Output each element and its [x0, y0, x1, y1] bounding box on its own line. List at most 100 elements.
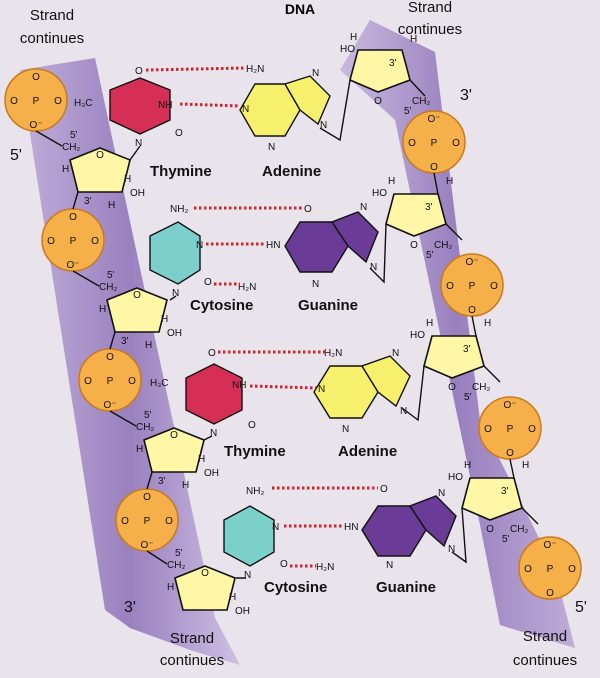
base-thymine-1: H₃C O NH O N Thymine	[74, 66, 212, 180]
phosphate-right-2: P O⁻ O O O	[440, 253, 504, 317]
svg-text:3': 3'	[158, 476, 166, 487]
svg-text:O: O	[374, 96, 382, 107]
svg-text:O: O	[446, 281, 454, 292]
svg-text:O: O	[135, 66, 143, 77]
svg-text:HO: HO	[448, 472, 463, 483]
svg-text:O: O	[528, 424, 536, 435]
svg-text:continues: continues	[513, 652, 577, 669]
base-cytosine-1: NH₂ N O N Cytosine	[149, 204, 253, 314]
svg-text:Strand: Strand	[523, 628, 567, 645]
svg-text:N: N	[172, 288, 179, 299]
h-bond-1b	[179, 102, 241, 108]
sugar-left-3: O CH₂ 5' 3' H H OH H	[136, 410, 219, 491]
svg-text:O: O	[506, 448, 514, 459]
svg-text:O: O	[408, 138, 416, 149]
svg-text:H: H	[182, 480, 189, 491]
phosphate-left-1: P O O O O⁻	[4, 68, 68, 132]
svg-text:H: H	[229, 592, 236, 603]
svg-text:N: N	[342, 424, 349, 435]
base-adenine-1: H₂N N N N N Adenine	[239, 64, 331, 180]
svg-text:5': 5'	[175, 548, 183, 559]
svg-text:P: P	[144, 516, 151, 527]
svg-text:H₂N: H₂N	[316, 562, 334, 573]
svg-text:P: P	[547, 564, 554, 575]
svg-text:Strand: Strand	[30, 7, 74, 24]
svg-text:O⁻: O⁻	[140, 540, 153, 551]
svg-text:H₂N: H₂N	[246, 64, 264, 75]
svg-text:N: N	[135, 138, 142, 149]
base-name-adenine-2: Adenine	[338, 443, 397, 460]
svg-text:O: O	[430, 162, 438, 173]
base-guanine-2: O HN H₂N N N N Guanine	[316, 484, 457, 596]
svg-text:O: O	[128, 376, 136, 387]
base-name-cytosine-2: Cytosine	[264, 579, 327, 596]
sugar-right-3: O HO 3' CH₂ 5' H H	[410, 318, 491, 403]
svg-text:O: O	[106, 352, 114, 363]
svg-text:H: H	[522, 460, 529, 471]
svg-text:O: O	[121, 516, 129, 527]
svg-text:HO: HO	[410, 330, 425, 341]
phosphate-right-4: P O⁻ O O O	[518, 536, 582, 600]
svg-text:N: N	[272, 522, 279, 533]
svg-text:NH: NH	[158, 100, 172, 111]
svg-text:H: H	[426, 318, 433, 329]
svg-text:O: O	[524, 564, 532, 575]
svg-text:O: O	[380, 484, 388, 495]
svg-text:HO: HO	[340, 44, 355, 55]
svg-text:H₂N: H₂N	[238, 282, 256, 293]
svg-text:H: H	[350, 32, 357, 43]
svg-text:HN: HN	[266, 240, 280, 251]
svg-text:H₃C: H₃C	[150, 378, 169, 389]
sugar-right-1: O HO 3' CH₂ 5' H H	[340, 32, 430, 117]
svg-text:O: O	[133, 290, 141, 301]
svg-text:HN: HN	[344, 522, 358, 533]
svg-text:OH: OH	[204, 468, 219, 479]
svg-text:3': 3'	[501, 486, 509, 497]
svg-text:5': 5'	[70, 130, 78, 141]
svg-text:N: N	[268, 142, 275, 153]
svg-text:P: P	[431, 138, 438, 149]
base-name-cytosine-1: Cytosine	[190, 297, 253, 314]
base-name-adenine-1: Adenine	[262, 163, 321, 180]
sugar-left-1: O CH₂ 5' 3' H H OH H	[62, 130, 145, 211]
sugar-left-4: O CH₂ 5' H H OH	[167, 548, 250, 617]
svg-text:N: N	[448, 544, 455, 555]
svg-text:O: O	[170, 430, 178, 441]
phosphate-left-2: P O O O O⁻	[41, 208, 105, 272]
svg-text:O: O	[91, 236, 99, 247]
svg-text:CH₂: CH₂	[167, 560, 185, 571]
sugar-left-2: O CH₂ 5' 3' H H OH H	[99, 270, 182, 351]
svg-text:H₂N: H₂N	[324, 348, 342, 359]
svg-text:H: H	[446, 176, 453, 187]
svg-text:H: H	[145, 340, 152, 351]
svg-text:N: N	[360, 202, 367, 213]
svg-text:OH: OH	[130, 188, 145, 199]
svg-text:CH₂: CH₂	[136, 422, 154, 433]
end-label-3prime-left: 3'	[124, 599, 136, 616]
right-strand-ribbon	[340, 20, 575, 648]
svg-text:O: O	[143, 492, 151, 503]
svg-text:3': 3'	[121, 336, 129, 347]
svg-text:O⁻: O⁻	[103, 400, 116, 411]
base-name-thymine-2: Thymine	[224, 443, 286, 460]
svg-text:P: P	[107, 376, 114, 387]
diagram-title: DNA	[285, 1, 315, 17]
svg-text:H₃C: H₃C	[74, 98, 93, 109]
svg-text:P: P	[507, 424, 514, 435]
svg-text:CH₂: CH₂	[99, 282, 117, 293]
svg-text:O: O	[484, 424, 492, 435]
svg-text:N: N	[386, 560, 393, 571]
svg-text:N: N	[392, 348, 399, 359]
svg-text:5': 5'	[464, 392, 472, 403]
svg-text:O⁻: O⁻	[503, 400, 516, 411]
base-name-guanine-1: Guanine	[298, 297, 358, 314]
svg-text:H: H	[62, 164, 69, 175]
svg-text:O: O	[201, 568, 209, 579]
svg-text:P: P	[70, 236, 77, 247]
svg-text:O⁻: O⁻	[465, 257, 478, 268]
svg-text:O: O	[204, 277, 212, 288]
svg-text:HO: HO	[372, 188, 387, 199]
svg-text:H: H	[388, 176, 395, 187]
svg-text:CH₂: CH₂	[510, 524, 528, 535]
svg-text:N: N	[210, 428, 217, 439]
